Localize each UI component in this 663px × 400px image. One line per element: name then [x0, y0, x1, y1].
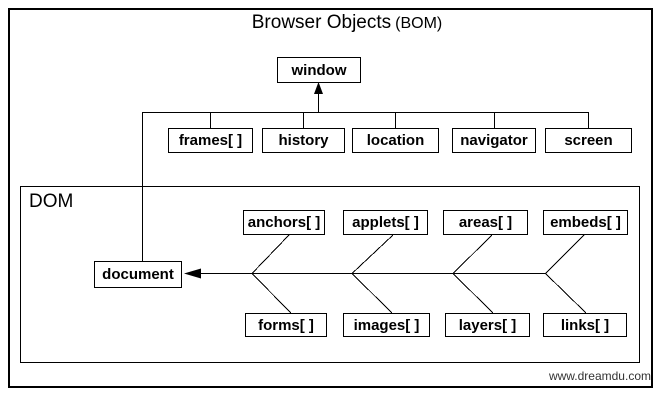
node-applets: applets[ ]	[343, 210, 428, 235]
node-embeds: embeds[ ]	[543, 210, 628, 235]
node-screen: screen	[545, 128, 632, 153]
title-suffix: (BOM)	[395, 15, 443, 32]
node-images: images[ ]	[343, 313, 430, 337]
node-frames: frames[ ]	[168, 128, 253, 153]
node-location: location	[352, 128, 439, 153]
node-forms: forms[ ]	[245, 313, 327, 337]
node-layers: layers[ ]	[445, 313, 530, 337]
page-title: Browser Objects(BOM)	[252, 12, 442, 34]
node-links: links[ ]	[543, 313, 627, 337]
node-anchors: anchors[ ]	[243, 210, 325, 235]
node-areas: areas[ ]	[443, 210, 528, 235]
node-window: window	[277, 57, 361, 83]
title-main: Browser Objects	[251, 12, 392, 33]
dom-label: DOM	[29, 191, 74, 212]
node-history: history	[262, 128, 345, 153]
node-navigator: navigator	[452, 128, 536, 153]
node-document: document	[94, 261, 182, 288]
watermark: www.dreamdu.com	[548, 369, 651, 383]
